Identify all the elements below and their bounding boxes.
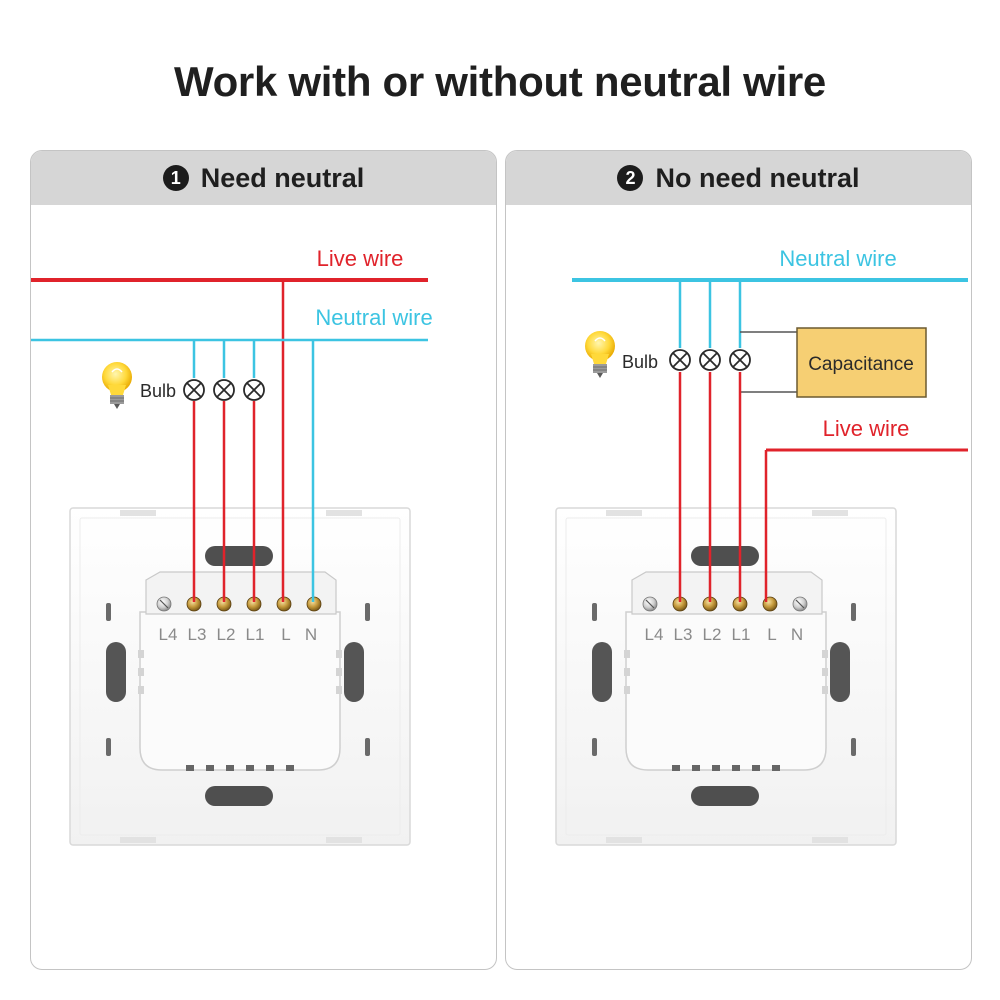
bulb-symbols <box>669 349 751 371</box>
terminal-screws <box>156 596 322 612</box>
step-number-badge: 1 <box>162 165 189 191</box>
main-title: Work with or without neutral wire <box>173 58 826 105</box>
live-wire <box>31 278 428 602</box>
terminal-label-n: N <box>305 625 317 644</box>
bulb-symbol-icon <box>213 379 235 401</box>
capacitance-leads <box>740 331 797 393</box>
neutral-wire-label: Neutral wire <box>315 305 432 330</box>
load-wires <box>678 372 742 602</box>
terminal-labels: L4 L3 L2 L1 L N <box>645 625 804 644</box>
terminal-labels: L4 L3 L2 L1 L N <box>159 625 318 644</box>
neutral-wire <box>31 338 428 602</box>
panel-heading: No need neutral <box>655 162 860 193</box>
terminal-label-l1: L1 <box>246 625 265 644</box>
capacitance-box <box>796 327 927 398</box>
capacitance-label: Capacitance <box>808 354 914 375</box>
light-bulb-icon <box>585 331 615 378</box>
panel-header <box>31 151 496 205</box>
terminal-label-l: L <box>281 625 290 644</box>
terminal-label-l1: L1 <box>732 625 751 644</box>
switch-back-plate <box>69 507 411 846</box>
bulb-symbols <box>183 379 265 401</box>
load-wires <box>192 401 256 602</box>
terminal-label-l4: L4 <box>159 625 178 644</box>
terminal-label-l: L <box>767 625 776 644</box>
terminal-label-l3: L3 <box>188 625 207 644</box>
step-number-badge: 2 <box>617 165 644 191</box>
bulb-symbol-icon <box>699 349 721 371</box>
neutral-wire-label: Neutral wire <box>779 246 896 271</box>
bulb-symbol-icon <box>669 349 691 371</box>
bulb-symbol-icon <box>243 379 265 401</box>
bulb-symbol-icon <box>729 349 751 371</box>
terminal-screws <box>642 596 808 612</box>
light-bulb-icon <box>102 362 132 409</box>
bulb-symbol-icon <box>183 379 205 401</box>
live-wire <box>764 448 968 602</box>
neutral-wire <box>572 278 968 348</box>
panel-heading: Need neutral <box>200 162 365 193</box>
bulb-label: Bulb <box>622 352 658 372</box>
live-wire-label: Live wire <box>317 246 404 271</box>
terminal-label-l3: L3 <box>674 625 693 644</box>
terminal-label-l2: L2 <box>217 625 236 644</box>
panel-header <box>506 151 971 205</box>
switch-back-plate <box>555 507 897 846</box>
terminal-label-l4: L4 <box>645 625 664 644</box>
terminal-label-l2: L2 <box>703 625 722 644</box>
live-wire-label: Live wire <box>823 416 910 441</box>
bulb-label: Bulb <box>140 381 176 401</box>
terminal-label-n: N <box>791 625 803 644</box>
